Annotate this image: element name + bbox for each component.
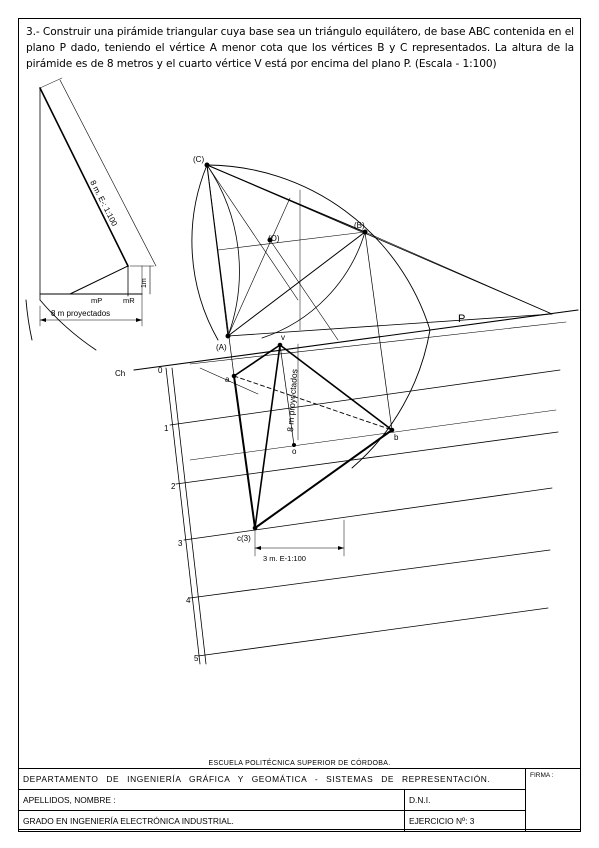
a-label: a (225, 375, 230, 384)
A-rabatted-label: (A) (216, 343, 227, 352)
edge-vc (254, 344, 281, 529)
b-label: b (394, 433, 399, 442)
true-length-line (39, 87, 129, 267)
contour-label-1: 1 (164, 424, 169, 433)
proj-length-label: 8 m proyectados (51, 309, 110, 318)
contour-1 (169, 369, 561, 426)
contour-label-3: 3 (178, 539, 183, 548)
plane-P-label: P (458, 313, 465, 325)
c3-label: c(3) (237, 534, 251, 543)
aux-arc (39, 299, 97, 351)
signature-cell[interactable]: FIRMA : (525, 768, 581, 832)
mR-label: mR (123, 296, 135, 305)
hinge-line (206, 164, 553, 315)
v-label: v (281, 333, 285, 342)
Ch-label: Ch (115, 369, 125, 378)
title-block: DEPARTAMENTO DE INGENIERÍA GRÁFICA Y GEO… (18, 768, 581, 832)
edge-bc (254, 429, 393, 529)
height-projection (279, 344, 295, 446)
contour-5 (197, 607, 549, 657)
dni-cell[interactable]: D.N.I. (404, 789, 526, 811)
contour-label-5: 5 (194, 654, 199, 663)
contour-label-2: 2 (171, 482, 176, 491)
exercise-cell: EJERCICIO Nº: 3 (404, 810, 526, 832)
one-m-label: 1m (141, 278, 148, 288)
contour-2 (175, 431, 559, 485)
C-rabatted-label: (C) (193, 155, 204, 164)
pyramid-projection (231, 342, 395, 557)
mP-label: mP (91, 296, 102, 305)
rabatted-triangle (206, 164, 366, 337)
edge-va (233, 344, 281, 377)
proj-length-vertical-label: 8 m proyectados (285, 369, 299, 432)
edge-ac (233, 375, 256, 529)
rabatment-arc (206, 164, 431, 469)
scale-dim-label: 3 m. E-1:100 (263, 554, 306, 563)
slope-line (165, 367, 201, 665)
contour-label-0: 0 (158, 366, 163, 375)
O-rabatted-label: (O) (268, 234, 280, 243)
contour-label-4: 4 (186, 596, 191, 605)
rabatment-construction (191, 162, 553, 469)
true-length-construction (25, 77, 157, 351)
department-cell: DEPARTAMENTO DE INGENIERÍA GRÁFICA Y GEO… (18, 768, 526, 790)
o-label: o (292, 447, 297, 456)
contour-4 (189, 549, 551, 599)
B-rabatted-label: (B) (354, 221, 365, 230)
aux-slope-line (69, 265, 129, 295)
plane-trace-line (133, 309, 579, 371)
contour-3 (183, 487, 553, 541)
hidden-edge-ab (233, 375, 393, 431)
plane-P-contours (133, 309, 579, 665)
school-name: ESCUELA POLITÉCNICA SUPERIOR DE CÓRDOBA. (208, 760, 391, 767)
true-length-dim-line (59, 79, 157, 267)
names-cell[interactable]: APELLIDOS, NOMBRE : (18, 789, 405, 811)
degree-cell: GRADO EN INGENIERÍA ELECTRÓNICA INDUSTRI… (18, 810, 405, 832)
edge-vb (279, 344, 393, 431)
exercise-statement: 3.- Construir una pirámide triangular cu… (26, 26, 574, 70)
